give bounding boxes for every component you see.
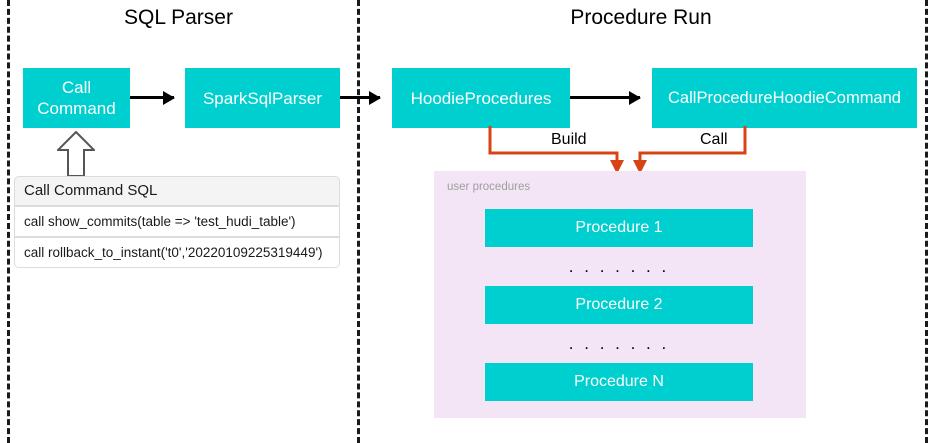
- section-title-procedure-run: Procedure Run: [570, 6, 712, 29]
- procedure-box[interactable]: Procedure 2: [485, 286, 753, 324]
- sql-table-row: call show_commits(table => 'test_hudi_ta…: [14, 206, 340, 237]
- section-title-sql-parser: SQL Parser: [124, 6, 233, 29]
- procedure-box[interactable]: Procedure 1: [485, 209, 753, 247]
- procedures-ellipsis: . . . . . . .: [568, 256, 670, 276]
- user-procedures-panel: user procedures Procedure 1 . . . . . . …: [434, 171, 806, 418]
- hollow-up-arrow-icon: [55, 130, 97, 177]
- node-spark-sql-parser-label: SparkSqlParser: [202, 88, 323, 108]
- node-hoodie-procedures[interactable]: HoodieProcedures: [392, 68, 570, 128]
- node-hoodie-procedures-label: HoodieProcedures: [410, 88, 552, 108]
- user-procedures-panel-label: user procedures: [447, 181, 531, 193]
- sql-table-header: Call Command SQL: [14, 176, 340, 206]
- procedure-box[interactable]: Procedure N: [485, 363, 753, 401]
- node-spark-sql-parser[interactable]: SparkSqlParser: [185, 68, 340, 128]
- connector-label-call: Call: [695, 130, 733, 149]
- node-call-procedure-hoodie-command-label: CallProcedureHoodieCommand: [668, 88, 901, 107]
- node-call-command[interactable]: Call Command: [23, 68, 130, 128]
- node-call-command-label-line1: Call: [61, 78, 92, 97]
- arrow-spark-parser-to-hoodie-procedures: [340, 96, 380, 99]
- node-call-procedure-hoodie-command[interactable]: CallProcedureHoodieCommand: [652, 68, 917, 128]
- procedures-ellipsis: . . . . . . .: [568, 333, 670, 353]
- procedure-box-label: Procedure 1: [575, 219, 663, 236]
- arrow-call-command-to-spark-parser: [130, 96, 174, 99]
- divider-right: [925, 0, 928, 443]
- call-command-sql-table: Call Command SQL call show_commits(table…: [14, 176, 340, 268]
- node-call-command-label-line2: Command: [37, 99, 116, 118]
- build-call-connectors: [470, 126, 830, 178]
- node-call-command-label: Call Command: [37, 77, 115, 119]
- procedure-box-label: Procedure N: [574, 373, 664, 390]
- divider-left: [7, 0, 10, 443]
- divider-middle: [357, 0, 360, 443]
- procedure-box-label: Procedure 2: [575, 296, 663, 313]
- arrow-hoodie-procedures-to-call-procedure-command: [570, 96, 640, 99]
- sql-table-row: call rollback_to_instant('t0','202201092…: [14, 237, 340, 268]
- connector-label-build: Build: [546, 130, 592, 149]
